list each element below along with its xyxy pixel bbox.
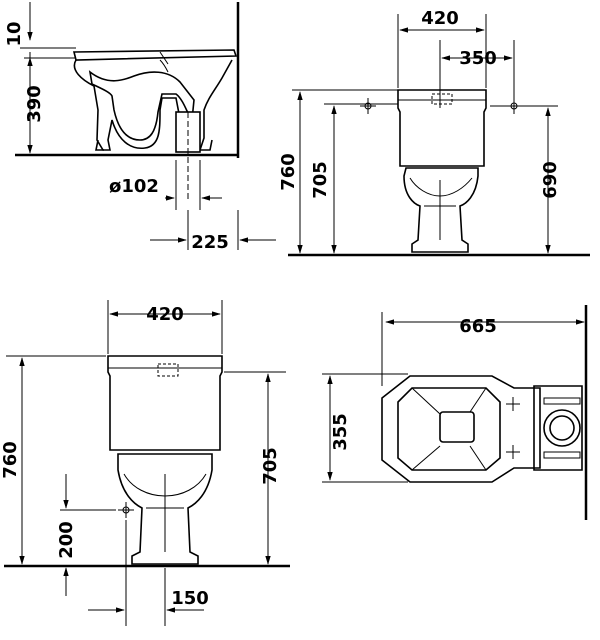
back-tank — [397, 89, 487, 167]
front-tank — [107, 355, 223, 451]
side-outlet-diameter-label: ø102 — [109, 176, 159, 197]
plan-fixing-bottom-symbol — [506, 445, 520, 459]
plan-view: 665 355 — [322, 305, 588, 520]
back-inlet-height-label: 690 — [540, 161, 561, 199]
back-tank-height-label: 705 — [310, 161, 331, 199]
plan-length-label: 665 — [459, 316, 497, 337]
back-inlet-left-symbol — [360, 98, 376, 114]
back-bowl — [403, 167, 479, 253]
plan-outlet-outer — [543, 409, 581, 447]
front-bowl — [117, 453, 213, 565]
bowl-outline — [73, 59, 233, 151]
front-view: 420 760 705 200 150 — [0, 300, 290, 626]
front-width-label: 420 — [146, 304, 184, 325]
front-fixing-offset-label: 150 — [171, 588, 209, 609]
plan-seat-opening — [439, 411, 475, 443]
side-rim-height-label: 390 — [24, 85, 45, 123]
front-fixing-height-label: 200 — [56, 521, 77, 559]
plan-tank — [533, 385, 583, 471]
trap-outline — [88, 70, 195, 141]
plan-fixing-top-symbol — [506, 397, 520, 411]
front-fixing-symbol — [118, 502, 134, 518]
side-view: 10 390 ø102 225 — [4, 2, 276, 253]
side-outlet-distance-label: 225 — [191, 232, 229, 253]
plan-bowl-outline — [381, 375, 541, 483]
back-inlet-offset-label: 350 — [459, 48, 497, 69]
plan-bowl-inner — [397, 387, 501, 471]
back-view: 420 350 760 705 690 — [278, 8, 590, 257]
plan-outlet-inner — [549, 415, 575, 441]
front-tank-height-label: 705 — [260, 447, 281, 485]
seat-outline — [72, 49, 238, 61]
back-total-height-label: 760 — [278, 153, 299, 191]
plan-width-label: 355 — [330, 413, 351, 451]
front-total-height-label: 760 — [0, 441, 21, 479]
side-rim-offset-label: 10 — [4, 21, 25, 46]
back-width-label: 420 — [421, 8, 459, 29]
